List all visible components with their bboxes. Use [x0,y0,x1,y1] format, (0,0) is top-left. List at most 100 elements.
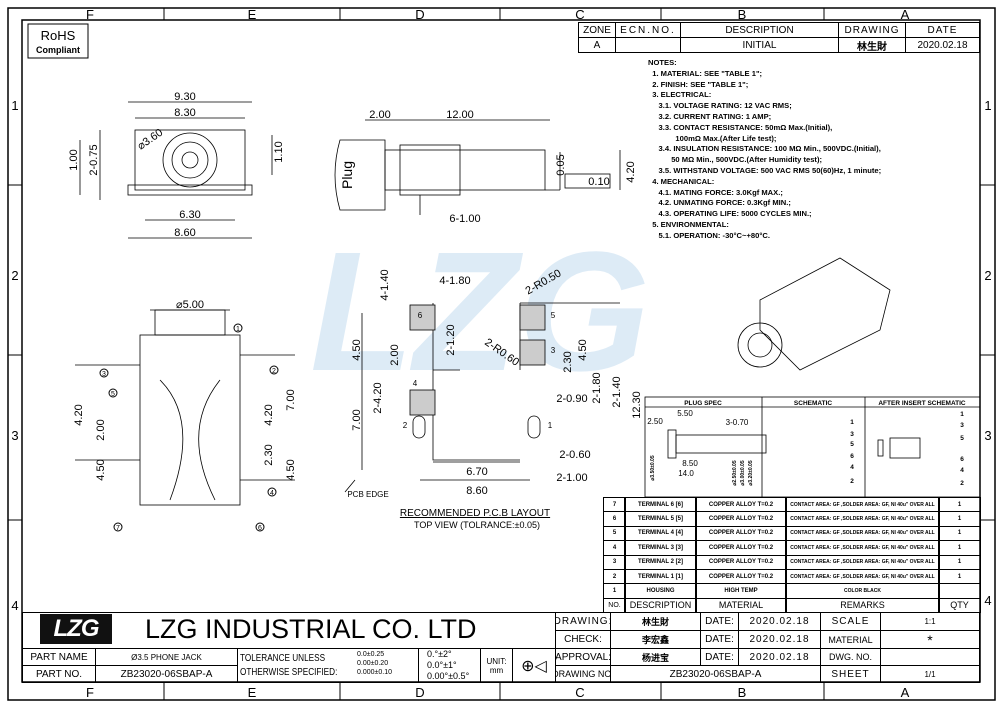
drawing-no: ZB23020-06SBAP-A [610,665,821,683]
rohs-label: RoHS [41,28,76,43]
bom-cell: CONTACT AREA: GF ,SOLDER AREA: GF, NI 40… [785,569,940,585]
top-view-dims: 9.308.30 ⌀3.60 2-0.75 1.00 1.10 6.308.60 [68,91,285,239]
svg-text:A: A [901,685,910,700]
rev-date: 2020.02.18 [905,37,980,53]
sheet-label: SHEET [820,665,881,683]
svg-text:6: 6 [418,311,423,320]
drawing-label: DRAWING: [555,612,611,631]
bom-cell [938,583,981,599]
svg-text:⌀3.20±0.05: ⌀3.20±0.05 [748,460,754,485]
svg-text:4.50: 4.50 [95,459,107,480]
svg-text:5: 5 [111,391,115,398]
svg-text:4: 4 [984,593,991,608]
part-no: ZB23020-06SBAP-A [95,665,238,683]
svg-text:0.10: 0.10 [588,176,609,188]
bom-cell: TERMINAL 4 [4] [624,525,697,542]
bom-header: REMARKS [785,597,940,614]
bom-cell: 3 [603,554,626,570]
approved-by: 杨进宝 [610,648,701,666]
svg-text:8.60: 8.60 [174,227,195,239]
svg-text:1: 1 [960,411,964,418]
svg-text:4: 4 [413,379,418,388]
bom-cell: CONTACT AREA: GF ,SOLDER AREA: GF, NI 40… [785,554,940,570]
svg-text:5: 5 [850,441,854,448]
bom-cell: HOUSING [624,583,697,599]
svg-text:6: 6 [850,453,854,460]
svg-text:4.50: 4.50 [351,339,363,360]
svg-text:6.70: 6.70 [466,466,487,478]
plug-spec [644,396,981,498]
part-name: Ø3.5 PHONE JACK [95,648,238,666]
bom-cell: 1 [603,583,626,599]
rohs-box [27,23,89,59]
outer-border [7,7,996,701]
svg-text:4.20: 4.20 [625,161,637,182]
scale-label: SCALE [820,612,881,631]
svg-text:6: 6 [960,456,964,463]
material: * [880,630,980,649]
svg-text:⌀3.00±0.05: ⌀3.00±0.05 [740,460,746,485]
bom-header: MATERIAL [695,597,787,614]
svg-text:2: 2 [984,268,991,283]
svg-text:F: F [86,685,94,700]
check-date: 2020.02.18 [738,630,821,649]
svg-text:12.00: 12.00 [446,109,474,121]
svg-text:8.50: 8.50 [682,459,698,468]
svg-text:2.00: 2.00 [369,109,390,121]
approval-label: APPROVAL: [555,648,611,666]
bom-cell: 1 [938,569,981,585]
svg-text:9.30: 9.30 [174,91,195,103]
svg-text:B: B [738,7,747,22]
svg-text:6.30: 6.30 [179,209,200,221]
svg-text:4.50: 4.50 [285,459,297,480]
svg-text:2.30: 2.30 [263,444,275,465]
rev-zone: A [578,37,616,53]
bom-header: NO. [603,597,626,614]
bom-cell: 2 [603,569,626,585]
bom-cell: TERMINAL 2 [2] [624,554,697,570]
svg-text:1: 1 [984,98,991,113]
svg-text:4-1.40: 4-1.40 [379,269,391,300]
bom-cell: 1 [938,511,981,527]
rev-ecn [615,37,681,53]
svg-text:AFTER INSERT SCHEMATIC: AFTER INSERT SCHEMATIC [878,400,966,407]
svg-text:2-1.40: 2-1.40 [611,376,623,407]
svg-text:2: 2 [850,478,854,485]
svg-text:D: D [415,7,424,22]
svg-text:4-1.80: 4-1.80 [439,275,470,287]
checked-by: 李宏鑫 [610,630,701,649]
part-callouts: 1 2 3 4 5 6 7 [99,323,279,532]
bom-cell: 1 [938,525,981,542]
bom-cell: COPPER ALLOY T=0.2 [695,511,787,527]
bom-cell: COLOR BLACK [785,583,940,599]
svg-text:3: 3 [551,346,556,355]
watermark: LZG [310,217,650,407]
sheet: 1/1 [880,665,980,683]
svg-text:⌀3.60: ⌀3.60 [135,127,165,153]
bom-cell: 1 [938,497,981,513]
svg-text:7.00: 7.00 [351,409,363,430]
svg-text:2-0.90: 2-0.90 [556,393,587,405]
svg-text:4: 4 [11,598,18,613]
rev-header-zone: ZONE [578,22,616,38]
svg-text:1: 1 [11,98,18,113]
front-view-dims: ⌀5.00 4.20 2.00 4.50 7.00 4.20 2.30 4.50 [73,299,297,481]
pcb-subtitle: TOP VIEW (TOLRANCE:±0.05) [414,520,540,530]
svg-text:1: 1 [548,421,553,430]
svg-text:4: 4 [270,490,274,497]
svg-text:3: 3 [850,431,854,438]
svg-text:3: 3 [11,428,18,443]
angle-tolerances: 0.°±2°0.0°±1°0.00°±0.5° [418,648,481,683]
svg-text:5: 5 [960,435,964,442]
bom-cell: TERMINAL 3 [3] [624,540,697,556]
svg-text:2: 2 [11,268,18,283]
svg-text:2.00: 2.00 [389,344,401,365]
svg-text:A: A [901,7,910,22]
bom-cell: 4 [603,540,626,556]
bom-cell: COPPER ALLOY T=0.2 [695,569,787,585]
material-label: MATERIAL [820,630,881,649]
svg-text:3: 3 [102,371,106,378]
svg-text:PCB EDGE: PCB EDGE [347,490,388,499]
